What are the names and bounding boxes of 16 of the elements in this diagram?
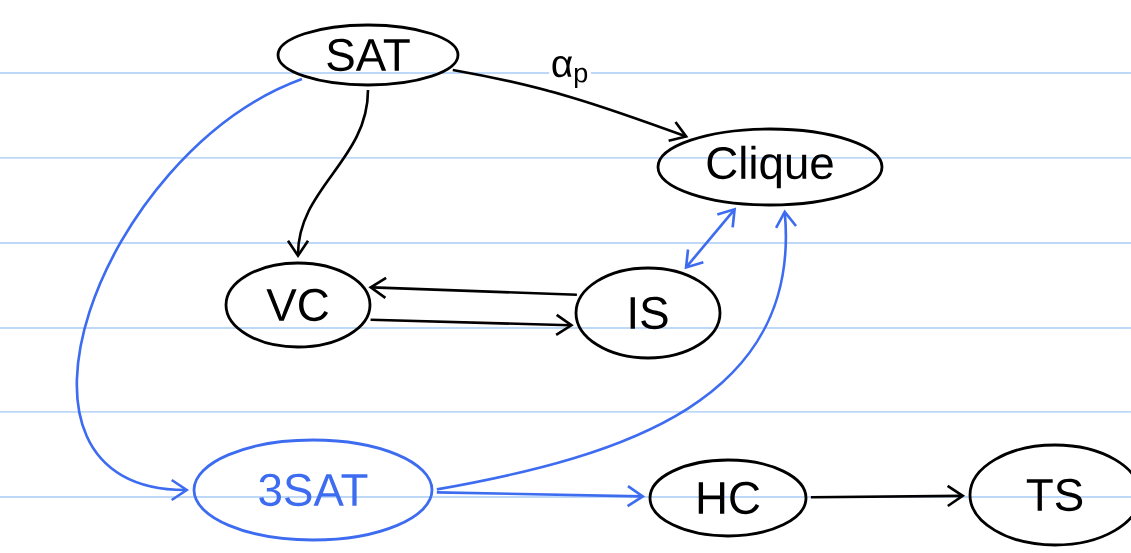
arrow <box>370 313 574 336</box>
arrow <box>452 68 689 143</box>
arrow <box>810 484 966 508</box>
ellipse-node: 3SAT <box>192 438 434 542</box>
arrow <box>368 276 577 299</box>
arrow <box>76 77 303 502</box>
ellipse-node: IS <box>574 266 722 360</box>
ellipse-node: SAT <box>276 23 460 87</box>
arrow <box>286 89 370 259</box>
arrow <box>684 207 737 270</box>
ellipse-node: HC <box>648 458 808 538</box>
ellipse-node: Clique <box>656 127 884 207</box>
arrow <box>436 484 646 508</box>
arrow <box>436 209 798 491</box>
ellipse-node: VC <box>224 261 372 349</box>
edge-label: α$_{p}$ <box>549 54 591 90</box>
